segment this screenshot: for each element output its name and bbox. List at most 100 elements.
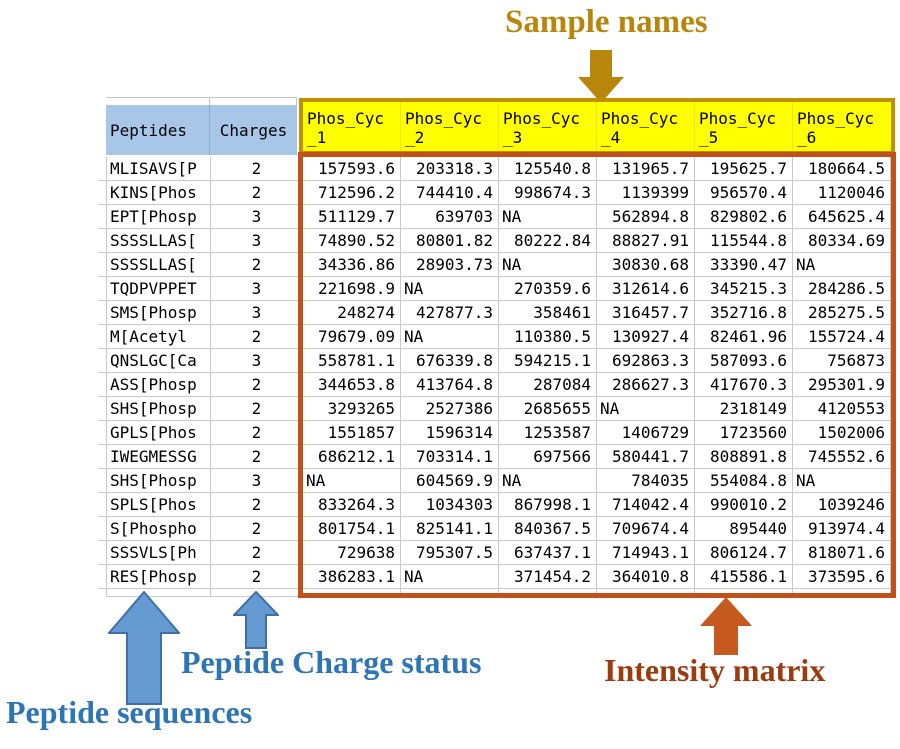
intensity-cell[interactable]: 88827.91 bbox=[597, 229, 695, 253]
charge-cell[interactable]: 2 bbox=[211, 373, 303, 397]
charge-cell[interactable]: 2 bbox=[211, 421, 303, 445]
intensity-cell[interactable]: NA bbox=[499, 253, 597, 277]
intensity-cell[interactable]: 686212.1 bbox=[303, 445, 401, 469]
intensity-cell[interactable]: 415586.1 bbox=[695, 565, 793, 589]
charge-cell[interactable]: 2 bbox=[211, 397, 303, 421]
sample-header-cell[interactable]: Phos_Cyc_4 bbox=[597, 102, 695, 151]
empty-cell[interactable] bbox=[695, 589, 793, 597]
intensity-cell[interactable]: 284286.5 bbox=[793, 277, 891, 301]
intensity-cell[interactable]: 221698.9 bbox=[303, 277, 401, 301]
intensity-cell[interactable]: 155724.4 bbox=[793, 325, 891, 349]
sample-header-cell[interactable]: Phos_Cyc_6 bbox=[793, 102, 891, 151]
intensity-cell[interactable]: 833264.3 bbox=[303, 493, 401, 517]
empty-cell[interactable] bbox=[499, 589, 597, 597]
charge-cell[interactable]: 3 bbox=[211, 205, 303, 229]
intensity-cell[interactable]: 990010.2 bbox=[695, 493, 793, 517]
empty-cell[interactable] bbox=[597, 589, 695, 597]
intensity-cell[interactable]: 295301.9 bbox=[793, 373, 891, 397]
intensity-cell[interactable]: 386283.1 bbox=[303, 565, 401, 589]
charge-cell[interactable]: 3 bbox=[211, 469, 303, 493]
peptide-cell[interactable]: SSSSLLAS[ bbox=[107, 253, 211, 277]
intensity-cell[interactable]: 80334.69 bbox=[793, 229, 891, 253]
intensity-cell[interactable]: 1253587 bbox=[499, 421, 597, 445]
intensity-cell[interactable]: 285275.5 bbox=[793, 301, 891, 325]
intensity-cell[interactable]: 33390.47 bbox=[695, 253, 793, 277]
intensity-cell[interactable]: 364010.8 bbox=[597, 565, 695, 589]
intensity-cell[interactable]: 270359.6 bbox=[499, 277, 597, 301]
charge-cell[interactable]: 2 bbox=[211, 493, 303, 517]
intensity-cell[interactable]: 818071.6 bbox=[793, 541, 891, 565]
peptide-cell[interactable]: SHS[Phosp bbox=[107, 469, 211, 493]
intensity-cell[interactable]: 316457.7 bbox=[597, 301, 695, 325]
peptide-cell[interactable]: SMS[Phosp bbox=[107, 301, 211, 325]
intensity-cell[interactable]: 956570.4 bbox=[695, 181, 793, 205]
intensity-cell[interactable]: 287084 bbox=[499, 373, 597, 397]
empty-cell[interactable] bbox=[401, 589, 499, 597]
peptide-cell[interactable]: S[Phospho bbox=[107, 517, 211, 541]
intensity-cell[interactable]: 745552.6 bbox=[793, 445, 891, 469]
intensity-cell[interactable]: 784035 bbox=[597, 469, 695, 493]
intensity-cell[interactable]: NA bbox=[303, 469, 401, 493]
peptide-cell[interactable]: GPLS[Phos bbox=[107, 421, 211, 445]
intensity-cell[interactable]: 28903.73 bbox=[401, 253, 499, 277]
intensity-cell[interactable]: 345215.3 bbox=[695, 277, 793, 301]
intensity-cell[interactable]: 637437.1 bbox=[499, 541, 597, 565]
intensity-cell[interactable]: 371454.2 bbox=[499, 565, 597, 589]
intensity-cell[interactable]: 82461.96 bbox=[695, 325, 793, 349]
intensity-cell[interactable]: 639703 bbox=[401, 205, 499, 229]
intensity-cell[interactable]: 829802.6 bbox=[695, 205, 793, 229]
intensity-cell[interactable]: 825141.1 bbox=[401, 517, 499, 541]
intensity-cell[interactable]: 697566 bbox=[499, 445, 597, 469]
peptide-cell[interactable]: ASS[Phosp bbox=[107, 373, 211, 397]
intensity-cell[interactable]: 2527386 bbox=[401, 397, 499, 421]
intensity-cell[interactable]: 795307.5 bbox=[401, 541, 499, 565]
intensity-cell[interactable]: 580441.7 bbox=[597, 445, 695, 469]
intensity-cell[interactable]: 115544.8 bbox=[695, 229, 793, 253]
intensity-cell[interactable]: 703314.1 bbox=[401, 445, 499, 469]
empty-cell[interactable] bbox=[303, 589, 401, 597]
intensity-cell[interactable]: 286627.3 bbox=[597, 373, 695, 397]
intensity-cell[interactable]: 554084.8 bbox=[695, 469, 793, 493]
intensity-cell[interactable]: 417670.3 bbox=[695, 373, 793, 397]
intensity-cell[interactable]: 2318149 bbox=[695, 397, 793, 421]
intensity-cell[interactable]: 1139399 bbox=[597, 181, 695, 205]
intensity-cell[interactable]: 312614.6 bbox=[597, 277, 695, 301]
peptides-column-header[interactable]: Peptides bbox=[106, 105, 210, 155]
intensity-cell[interactable]: 1502006 bbox=[793, 421, 891, 445]
charges-column-header[interactable]: Charges bbox=[219, 120, 288, 140]
intensity-cell[interactable]: 4120553 bbox=[793, 397, 891, 421]
peptide-cell[interactable]: SSSVLS[Ph bbox=[107, 541, 211, 565]
peptide-cell[interactable]: QNSLGC[Ca bbox=[107, 349, 211, 373]
intensity-cell[interactable]: 511129.7 bbox=[303, 205, 401, 229]
intensity-cell[interactable]: 195625.7 bbox=[695, 157, 793, 181]
intensity-cell[interactable]: 1039246 bbox=[793, 493, 891, 517]
intensity-cell[interactable]: NA bbox=[499, 205, 597, 229]
intensity-cell[interactable]: 248274 bbox=[303, 301, 401, 325]
sample-header-cell[interactable]: Phos_Cyc_5 bbox=[695, 102, 793, 151]
intensity-cell[interactable]: 756873 bbox=[793, 349, 891, 373]
intensity-cell[interactable]: 74890.52 bbox=[303, 229, 401, 253]
intensity-cell[interactable]: 558781.1 bbox=[303, 349, 401, 373]
intensity-cell[interactable]: NA bbox=[597, 397, 695, 421]
intensity-cell[interactable]: NA bbox=[499, 469, 597, 493]
peptide-cell[interactable]: SPLS[Phos bbox=[107, 493, 211, 517]
intensity-cell[interactable]: 712596.2 bbox=[303, 181, 401, 205]
intensity-cell[interactable]: 714943.1 bbox=[597, 541, 695, 565]
charge-cell[interactable]: 3 bbox=[211, 349, 303, 373]
intensity-cell[interactable]: 80222.84 bbox=[499, 229, 597, 253]
peptide-cell[interactable]: EPT[Phosp bbox=[107, 205, 211, 229]
intensity-cell[interactable]: 913974.4 bbox=[793, 517, 891, 541]
sample-header-cell[interactable]: Phos_Cyc_1 bbox=[303, 102, 401, 151]
intensity-cell[interactable]: 562894.8 bbox=[597, 205, 695, 229]
intensity-cell[interactable]: 840367.5 bbox=[499, 517, 597, 541]
intensity-cell[interactable]: 358461 bbox=[499, 301, 597, 325]
peptide-cell[interactable]: M[Acetyl bbox=[107, 325, 211, 349]
intensity-cell[interactable]: 203318.3 bbox=[401, 157, 499, 181]
intensity-cell[interactable]: 3293265 bbox=[303, 397, 401, 421]
charge-cell[interactable]: 2 bbox=[211, 157, 303, 181]
charge-cell[interactable]: 2 bbox=[211, 445, 303, 469]
intensity-cell[interactable]: 1723560 bbox=[695, 421, 793, 445]
intensity-cell[interactable]: 806124.7 bbox=[695, 541, 793, 565]
intensity-cell[interactable]: 79679.09 bbox=[303, 325, 401, 349]
sample-header-cell[interactable]: Phos_Cyc_3 bbox=[499, 102, 597, 151]
